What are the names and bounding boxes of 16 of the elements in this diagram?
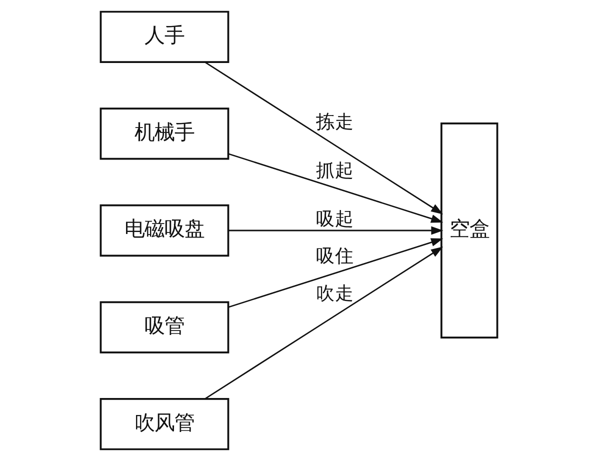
arrow: [228, 153, 443, 223]
edge-label: 抓起: [315, 160, 354, 182]
node-box: 吹风管: [99, 398, 229, 450]
edge-label: 吸起: [315, 208, 354, 230]
node-box: 机械手: [99, 108, 229, 160]
edge-label: 拣走: [315, 112, 354, 134]
node-box: 人手: [99, 10, 229, 63]
node-box: 吸管: [99, 301, 229, 354]
node-box: 电磁吸盘: [99, 204, 229, 257]
edge-label: 吹走: [315, 283, 354, 304]
edge-label: 吸住: [315, 246, 354, 268]
arrow: [228, 238, 443, 308]
arrow: [204, 62, 443, 214]
node-box: 空盒: [440, 122, 498, 338]
arrow: [204, 246, 443, 400]
arrow: [228, 226, 443, 235]
